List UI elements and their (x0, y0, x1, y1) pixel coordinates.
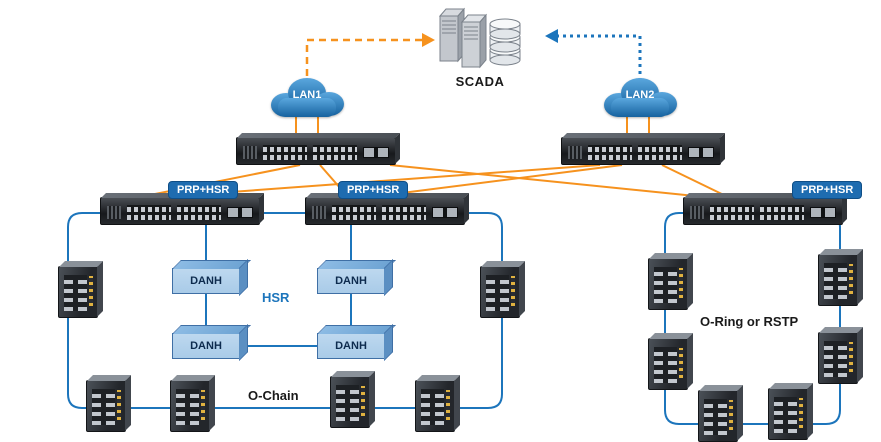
prp-hsr-switch-1 (100, 197, 260, 225)
edge-switch (170, 380, 210, 432)
port-block (760, 205, 804, 220)
led-strip (361, 386, 365, 416)
edge-switch (648, 258, 688, 310)
danh-node-1: DANH (172, 268, 240, 294)
port-block (704, 399, 727, 435)
port-block (176, 389, 199, 425)
port-block (92, 389, 115, 425)
led-strip (679, 268, 683, 298)
hsr-label: HSR (262, 290, 290, 305)
edge-switch (698, 390, 738, 442)
blue-dotted-arrow (558, 34, 642, 88)
oring-label: O-Ring or RSTP (700, 314, 799, 329)
danh-label: DANH (190, 340, 222, 352)
lan2-label: LAN2 (625, 89, 655, 101)
port-block (710, 205, 754, 220)
danh-node-3: DANH (172, 333, 240, 359)
cloud-icon (604, 78, 677, 117)
port-block (588, 145, 632, 160)
vent-grille (107, 206, 121, 219)
vent-grille (312, 206, 326, 219)
danh-label: DANH (335, 340, 367, 352)
danh-node-2: DANH (317, 268, 385, 294)
sfp-slots (363, 147, 389, 158)
scada-server-icon (438, 7, 521, 69)
port-block (774, 397, 797, 433)
sfp-slots (810, 207, 836, 218)
lan1-label: LAN1 (292, 89, 322, 101)
prp-hsr-badge-1: PRP+HSR (168, 181, 239, 199)
ochain-ring (67, 212, 503, 409)
port-block (486, 275, 509, 311)
edge-switch (648, 338, 688, 390)
sfp-slots (227, 207, 253, 218)
led-strip (849, 264, 853, 294)
edge-switch (330, 376, 370, 428)
port-block (64, 275, 87, 311)
port-block (382, 205, 426, 220)
led-strip (729, 400, 733, 430)
port-block (332, 205, 376, 220)
rack-switch-lan2 (561, 137, 721, 165)
port-block (421, 389, 444, 425)
port-block (313, 145, 357, 160)
cloud-icon (271, 78, 344, 117)
vent-grille (243, 146, 257, 159)
sfp-slots (432, 207, 458, 218)
led-strip (679, 348, 683, 378)
led-strip (849, 342, 853, 372)
edge-switch (86, 380, 126, 432)
port-block (654, 347, 677, 383)
port-block (336, 385, 359, 421)
port-block (127, 205, 171, 220)
vent-grille (690, 206, 704, 219)
led-strip (89, 276, 93, 306)
led-strip (446, 390, 450, 420)
orange-arrowhead-icon (422, 33, 435, 47)
port-block (263, 145, 307, 160)
danh-node-4: DANH (317, 333, 385, 359)
blue-arrowhead-icon (545, 29, 558, 43)
ochain-label: O-Chain (248, 388, 299, 403)
rack-switch-lan1 (236, 137, 396, 165)
prp-hsr-switch-2 (305, 197, 465, 225)
lan1-cloud: LAN1 (264, 72, 350, 122)
scada-label: SCADA (455, 74, 505, 89)
edge-switch (480, 266, 520, 318)
port-block (638, 145, 682, 160)
lan2-cloud: LAN2 (597, 72, 683, 122)
led-strip (117, 390, 121, 420)
scada-arrows (305, 29, 642, 88)
danh-label: DANH (335, 275, 367, 287)
scada-database-icon (489, 18, 521, 66)
edge-switch (818, 332, 858, 384)
orange-dashed-arrow (305, 38, 422, 88)
sfp-slots (688, 147, 714, 158)
port-block (824, 263, 847, 299)
port-block (824, 341, 847, 377)
prp-hsr-badge-3: PRP+HSR (792, 181, 863, 199)
port-block (177, 205, 221, 220)
led-strip (511, 276, 515, 306)
led-strip (201, 390, 205, 420)
edge-switch (58, 266, 98, 318)
led-strip (799, 398, 803, 428)
edge-switch (768, 388, 808, 440)
edge-switch (415, 380, 455, 432)
edge-switch (818, 254, 858, 306)
prp-hsr-badge-2: PRP+HSR (338, 181, 409, 199)
danh-label: DANH (190, 275, 222, 287)
port-block (654, 267, 677, 303)
vent-grille (568, 146, 582, 159)
prp-hsr-switch-3 (683, 197, 843, 225)
